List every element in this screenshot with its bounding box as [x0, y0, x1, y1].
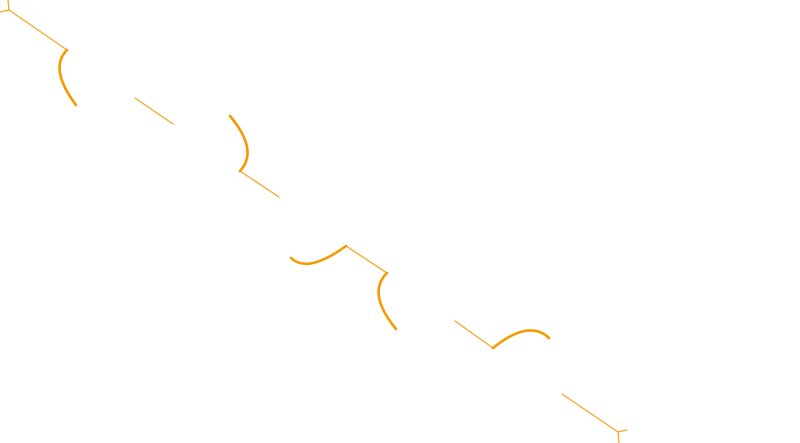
connector-end-tick: [617, 429, 628, 443]
connector-segment-3: [239, 170, 280, 198]
arc-4: [377, 271, 398, 331]
connector-segment-6: [561, 393, 619, 433]
connector-segment-5: [454, 320, 494, 349]
connector-segment-2: [134, 97, 174, 125]
arc-2: [228, 114, 249, 173]
arc-5: [491, 329, 551, 350]
arc-3: [289, 244, 348, 266]
connector-start-tick: [0, 0, 10, 13]
connector-segment-1: [8, 9, 68, 51]
arc-1: [58, 48, 78, 107]
connector-segment-4: [345, 245, 388, 274]
